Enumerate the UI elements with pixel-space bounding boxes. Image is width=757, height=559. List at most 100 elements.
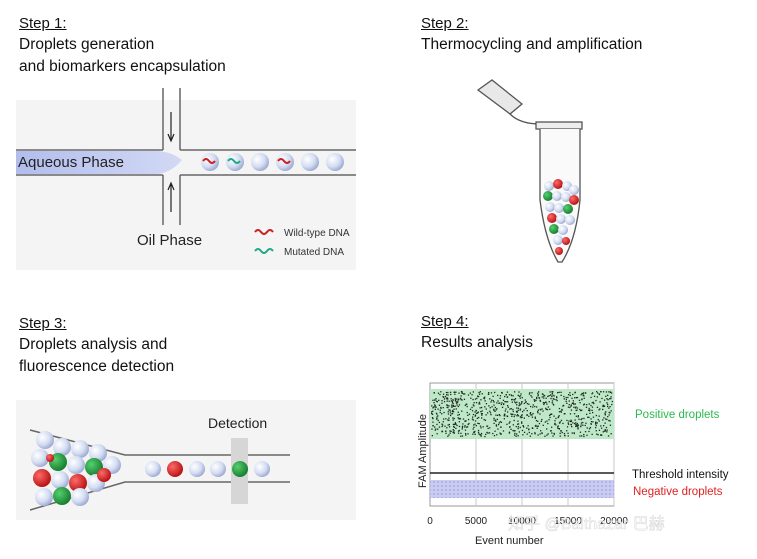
droplet-point	[508, 431, 511, 433]
positive-droplets-label: Positive droplets	[635, 409, 720, 421]
droplet-point	[553, 433, 555, 435]
droplet-point	[593, 395, 596, 397]
droplet-point	[436, 423, 438, 426]
droplet-point	[479, 434, 481, 436]
droplet-point	[575, 397, 578, 399]
droplet-point	[589, 412, 591, 414]
x-tick-label: 0	[427, 516, 433, 527]
droplet-point	[598, 420, 600, 422]
negative-droplets-label: Negative droplets	[633, 486, 723, 498]
droplet-point	[454, 397, 456, 400]
droplet-point	[583, 403, 586, 405]
droplet-point	[604, 429, 606, 431]
droplet-point	[532, 406, 534, 408]
droplet-point	[541, 418, 543, 421]
droplet-point	[610, 396, 612, 398]
droplet-point	[484, 400, 486, 402]
droplet-point	[570, 420, 573, 422]
droplet-point	[474, 411, 476, 413]
droplet-point	[553, 395, 555, 397]
droplet-point	[531, 416, 533, 418]
droplet-point	[457, 414, 459, 416]
droplet-point	[485, 433, 487, 435]
droplet-point	[436, 433, 438, 435]
droplet-point	[461, 425, 464, 427]
droplet-point	[436, 416, 438, 418]
droplet-point	[517, 409, 519, 411]
droplet-point	[475, 425, 477, 427]
droplet-point	[571, 402, 573, 405]
droplet-point	[538, 397, 540, 399]
droplet-point	[534, 433, 536, 435]
droplet-point	[461, 428, 463, 430]
droplet-point	[569, 413, 572, 415]
droplet-point	[575, 409, 577, 412]
droplet-point	[519, 416, 522, 418]
droplet-point	[599, 408, 601, 410]
droplet-point	[445, 432, 447, 434]
droplet-point	[463, 398, 466, 400]
droplet-point	[520, 415, 523, 417]
droplet-point	[467, 394, 470, 396]
droplet-point	[431, 435, 433, 437]
droplet-point	[552, 394, 554, 396]
droplet-point	[435, 412, 438, 414]
funnel-droplets	[31, 431, 121, 506]
droplet-point	[558, 407, 561, 410]
detection-label: Detection	[208, 415, 267, 431]
droplet-point	[442, 421, 444, 423]
droplet-point	[452, 405, 454, 407]
droplet-point	[543, 403, 545, 405]
droplet-point	[500, 403, 503, 406]
droplet-point	[472, 419, 474, 421]
droplet-point	[458, 404, 461, 406]
droplet-point	[573, 432, 575, 435]
droplet-point	[607, 405, 609, 408]
droplet-point	[603, 405, 606, 407]
droplet-point	[523, 402, 525, 405]
droplet-point	[477, 422, 479, 424]
droplet-point	[530, 414, 532, 416]
droplet-point	[434, 406, 436, 408]
droplet-point	[572, 393, 574, 396]
droplet-point	[484, 406, 486, 408]
droplet-point	[512, 413, 514, 415]
droplet-point	[528, 403, 530, 405]
droplet-point	[567, 396, 569, 399]
droplet-point	[559, 435, 561, 437]
droplet-point	[434, 426, 436, 428]
droplet-point	[536, 396, 538, 399]
droplet-point	[508, 432, 510, 434]
dna-strand-icon	[202, 158, 216, 164]
droplet-point	[497, 424, 500, 426]
droplet-point	[568, 404, 570, 406]
droplet-point	[582, 393, 584, 395]
droplet-point	[605, 426, 608, 429]
droplet-point	[596, 406, 599, 408]
droplet-point	[604, 422, 606, 424]
droplet-point	[606, 429, 608, 431]
droplet-point	[450, 430, 452, 432]
droplet-point	[499, 421, 501, 423]
droplet-point	[452, 399, 454, 401]
droplet-point	[521, 414, 523, 416]
droplet-point	[437, 415, 439, 417]
droplet-point	[441, 425, 443, 428]
droplet-point	[592, 401, 594, 403]
droplet-point	[521, 397, 523, 399]
droplet-point	[573, 432, 575, 434]
droplet-point	[602, 391, 605, 393]
droplet-point	[481, 417, 483, 419]
droplet-point	[451, 405, 453, 408]
droplet-point	[518, 395, 520, 397]
droplet-point	[454, 422, 456, 424]
droplet-point	[515, 435, 517, 437]
oil-inlet-top	[162, 88, 181, 150]
droplet-point	[495, 420, 497, 422]
droplet-point	[560, 391, 562, 393]
droplet-point	[534, 405, 536, 408]
droplet-point	[557, 416, 559, 419]
droplet-point	[509, 408, 511, 410]
droplet-point	[435, 400, 438, 402]
droplet-point	[498, 402, 500, 404]
